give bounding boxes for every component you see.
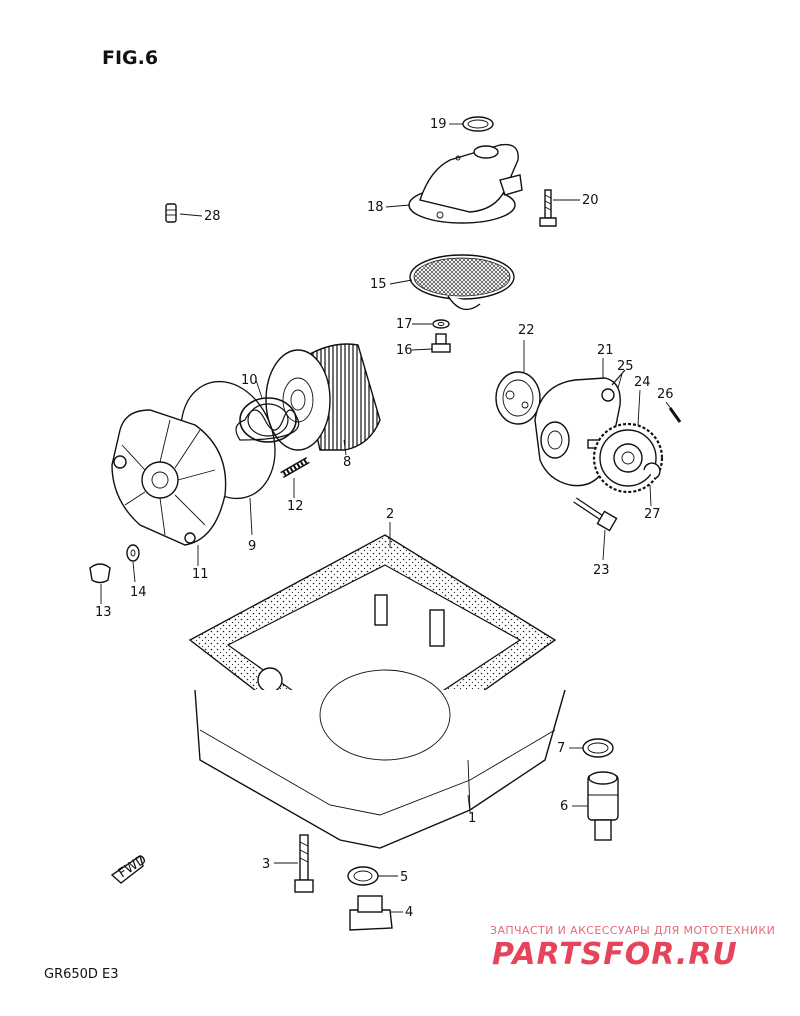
part-12-stud xyxy=(280,456,310,479)
watermark-brand: PARTSFOR.RU xyxy=(492,937,738,972)
callout-17: 17 xyxy=(396,317,413,332)
callout-5: 5 xyxy=(400,870,408,885)
fwd-arrow-icon: FWD xyxy=(110,852,150,884)
watermark-top-line: ЗАПЧАСТИ И АКСЕССУАРЫ ДЛЯ МОТОТЕХНИКИ xyxy=(490,924,775,937)
callout-7: 7 xyxy=(557,741,565,756)
part-26-pin xyxy=(668,407,682,423)
part-20-bolt xyxy=(539,189,557,227)
leader-line-23 xyxy=(602,529,606,561)
callout-20: 20 xyxy=(582,193,599,208)
part-22-gasket xyxy=(495,371,541,425)
callout-10: 10 xyxy=(241,373,258,388)
callout-labels: 1234567891011121314151617181920212223242… xyxy=(95,117,674,920)
part-4-drain-plug xyxy=(349,895,393,931)
callout-16: 16 xyxy=(396,343,413,358)
leader-lines xyxy=(100,123,673,913)
part-2-oil-pan-gasket xyxy=(188,534,557,776)
leader-line-16 xyxy=(411,348,433,351)
callout-9: 9 xyxy=(248,539,256,554)
leader-line-28 xyxy=(179,213,203,217)
callout-4: 4 xyxy=(405,905,413,920)
leader-line-1 xyxy=(467,794,471,813)
leader-line-25 xyxy=(617,373,623,389)
fwd-label: FWD xyxy=(116,852,150,881)
leader-line-10 xyxy=(255,379,263,399)
part-14-washer xyxy=(126,544,140,562)
part-25-shaft xyxy=(611,369,626,386)
figure-title: FIG.6 xyxy=(102,47,158,69)
callout-24: 24 xyxy=(634,375,651,390)
part-19-o-ring xyxy=(462,116,494,132)
callout-15: 15 xyxy=(370,277,387,292)
callout-26: 26 xyxy=(657,387,674,402)
callout-21: 21 xyxy=(597,343,614,358)
leader-line-14 xyxy=(132,561,136,583)
leader-line-8 xyxy=(343,439,347,456)
part-16-bolt xyxy=(431,333,451,353)
part-15-oil-strainer xyxy=(409,254,515,311)
callout-8: 8 xyxy=(343,455,351,470)
leader-line-26 xyxy=(665,401,673,411)
callout-13: 13 xyxy=(95,605,112,620)
callout-1: 1 xyxy=(468,811,476,826)
part-6-union-bolt xyxy=(587,771,619,841)
callout-12: 12 xyxy=(287,499,304,514)
callout-22: 22 xyxy=(518,323,535,338)
callout-2: 2 xyxy=(386,507,394,522)
leader-line-9 xyxy=(249,497,253,536)
callout-25: 25 xyxy=(617,359,634,374)
part-24-gear xyxy=(592,422,664,494)
part-5-gasket xyxy=(347,866,379,886)
part-28-plug xyxy=(165,203,177,223)
callout-11: 11 xyxy=(192,567,209,582)
part-7-o-ring xyxy=(582,738,614,758)
watermark: ЗАПЧАСТИ И АКСЕССУАРЫ ДЛЯ МОТОТЕХНИКИ PA… xyxy=(490,924,775,972)
part-1-oil-pan xyxy=(194,594,566,849)
callout-28: 28 xyxy=(204,209,221,224)
leader-line-27 xyxy=(649,484,652,507)
callout-27: 27 xyxy=(644,507,661,522)
part-27-circlip xyxy=(643,462,661,479)
leader-line-18 xyxy=(385,204,411,208)
callout-18: 18 xyxy=(367,200,384,215)
callout-6: 6 xyxy=(560,799,568,814)
part-11-filter-cap xyxy=(111,409,227,546)
leader-line-15 xyxy=(389,279,413,285)
part-13-cap-nut xyxy=(89,563,111,584)
part-3-bolt xyxy=(294,834,314,893)
model-code: GR650D E3 xyxy=(44,967,119,982)
callout-3: 3 xyxy=(262,857,270,872)
part-8-oil-filter xyxy=(265,343,381,451)
part-17-washer xyxy=(432,319,450,329)
part-18-strainer-cover xyxy=(408,143,523,224)
part-10-spring xyxy=(235,397,300,443)
callout-23: 23 xyxy=(593,563,610,578)
callout-19: 19 xyxy=(430,117,447,132)
part-23-bolt xyxy=(573,497,618,532)
leader-line-24 xyxy=(637,389,641,426)
callout-14: 14 xyxy=(130,585,147,600)
